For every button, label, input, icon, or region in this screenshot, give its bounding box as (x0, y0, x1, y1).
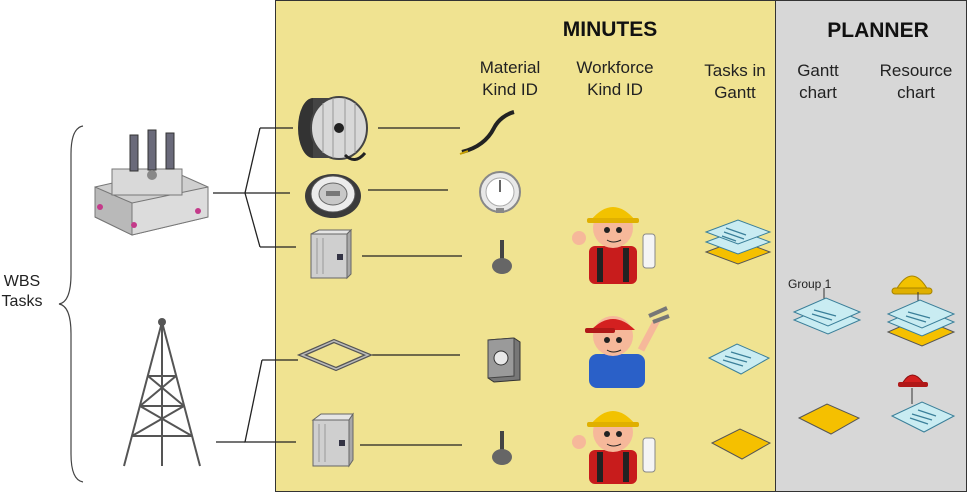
resource-header-line1: Resource (879, 61, 953, 80)
resource-header-line2: chart (897, 83, 935, 102)
resource-card-icon (890, 388, 956, 433)
hard-hat-icon (891, 275, 933, 295)
gauge-icon (479, 171, 521, 213)
electric-meter-icon (305, 174, 361, 218)
material-header-line2: Kind ID (482, 80, 538, 99)
lever-switch-icon (492, 431, 512, 465)
frame-seal-icon (296, 338, 374, 372)
gantt-header-line2: chart (799, 83, 837, 102)
resource-stack-icon (886, 292, 956, 347)
electrical-box-icon (310, 228, 353, 280)
tasks-in-gantt-header: Tasks in Gantt (690, 60, 780, 104)
resource-chart-header: Resource chart (868, 60, 964, 104)
gantt-chart-header: Gantt chart (778, 60, 858, 104)
task-card-icon (707, 343, 771, 375)
wbs-brace (58, 125, 84, 483)
worker-hard-hat-icon (572, 411, 656, 484)
cable-icon (459, 110, 515, 155)
workforce-header-line2: Kind ID (587, 80, 643, 99)
tasks-header-line2: Gantt (714, 83, 756, 102)
group-label: Group 1 (788, 277, 832, 291)
gantt-group-icon (792, 288, 862, 335)
lever-switch-icon (492, 240, 512, 274)
worker-hard-hat-icon (572, 207, 656, 284)
wbs-tasks-label: WBS Tasks (0, 272, 44, 312)
cable-reel-icon (298, 96, 368, 161)
wbs-label-line1: WBS (3, 273, 41, 290)
planner-title: PLANNER (827, 19, 929, 42)
tasks-header-line1: Tasks in (704, 61, 766, 80)
gantt-header-line1: Gantt (797, 61, 839, 80)
worker-red-cap-icon (585, 306, 670, 388)
task-stack-icon (704, 219, 772, 265)
red-cap-icon (898, 374, 928, 387)
minutes-title: MINUTES (562, 18, 658, 41)
wbs-label-line2: Tasks (1, 293, 43, 310)
gantt-task-orange-icon (797, 403, 861, 435)
electrical-box-icon (311, 412, 354, 468)
transformer-icon (94, 129, 209, 236)
telecom-tower-icon (123, 318, 201, 467)
task-card-orange-icon (710, 428, 772, 460)
minutes-panel (275, 0, 776, 492)
material-kind-header: Material Kind ID (460, 57, 560, 101)
workforce-header-line1: Workforce (576, 58, 654, 77)
workforce-kind-header: Workforce Kind ID (560, 57, 670, 101)
material-header-line1: Material (479, 58, 541, 77)
bracket-plate-icon (487, 337, 521, 383)
